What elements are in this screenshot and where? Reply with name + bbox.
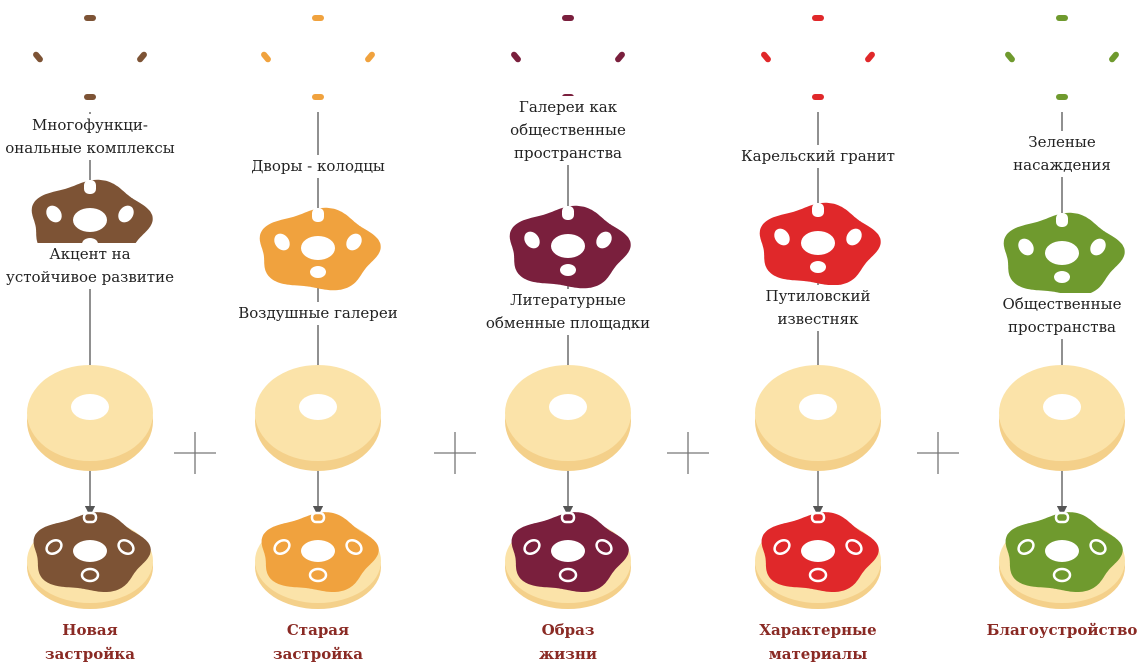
column-title-life: Образ жизни: [539, 618, 597, 666]
column-title-old: Старая застройка: [273, 618, 363, 666]
column-title-materials: Характерные материалы: [759, 618, 876, 666]
top-label-new: Многофункци- ональные комплексы: [3, 114, 176, 160]
top-label-landscape: Зеленые насаждения: [1011, 131, 1113, 177]
top-label-old: Дворы - колодцы: [249, 155, 387, 178]
mid-label-old: Воздушные галереи: [236, 302, 400, 325]
mid-label-materials: Путиловский известняк: [764, 285, 873, 331]
mid-label-new: Акцент на устойчивое развитие: [4, 243, 176, 289]
column-title-landscape: Благоустройство: [987, 618, 1138, 642]
column-title-new: Новая застройка: [45, 618, 135, 666]
top-label-life: Галереи как общественные пространства: [508, 96, 628, 165]
mid-label-life: Литературные обменные площадки: [484, 289, 652, 335]
mid-label-landscape: Общественные пространства: [1001, 293, 1124, 339]
top-label-materials: Карельский гранит: [739, 145, 897, 168]
